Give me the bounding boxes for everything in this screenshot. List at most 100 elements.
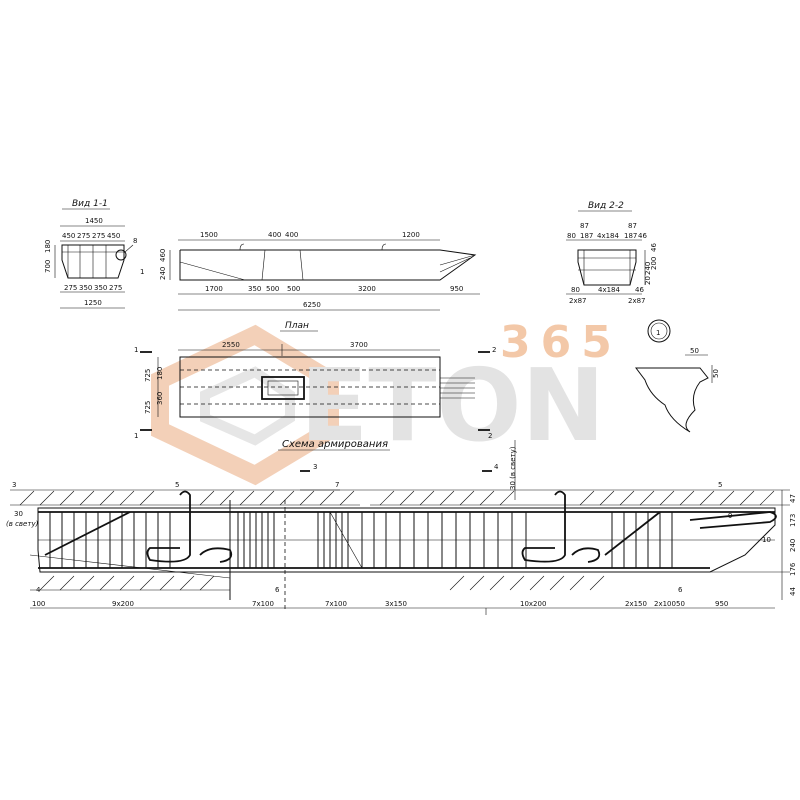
plan-dim-top-1: 2550	[222, 341, 240, 349]
right-dim-5: 44	[789, 587, 797, 596]
plan-dim-left-2: 725	[144, 401, 152, 414]
elev-dim-top-4: 1200	[402, 231, 420, 239]
v22-bot-3: 46	[635, 286, 644, 294]
dim-top-3: 275	[92, 232, 105, 240]
view-1-1-title: Вид 1-1	[72, 199, 108, 209]
view-1-1-bottom-width: 1250	[84, 299, 102, 307]
detail-dim-1: 50	[690, 347, 699, 355]
elev-dim-bot-4: 500	[287, 285, 300, 293]
bottom-dim-7: 2x150	[625, 600, 647, 608]
callout-8: 8	[133, 237, 137, 245]
marker-6-right: 6	[678, 586, 683, 594]
reinforcement-scheme: Схема армирования 3 3 4 5 7 5 4 6 6 9 10…	[6, 439, 797, 615]
plan-section-1a: 1	[134, 346, 138, 354]
dim-left-h1: 700	[44, 260, 52, 273]
plan-opening	[261, 376, 305, 400]
hook-bar-left	[146, 490, 191, 563]
v22-right-2: 200	[650, 257, 658, 270]
elev-dim-bot-1: 1700	[205, 285, 223, 293]
marker-4-top: 4	[494, 463, 499, 471]
elev-dim-bot-5: 3200	[358, 285, 376, 293]
plan-section-2a: 2	[492, 346, 496, 354]
watermark-brand: ETON	[300, 347, 605, 464]
marker-6-left: 6	[275, 586, 280, 594]
detail-dim-2: 50	[712, 369, 720, 378]
bottom-dim-5: 3x150	[385, 600, 407, 608]
marker-5-left: 5	[175, 481, 179, 489]
dim-top-4: 450	[107, 232, 120, 240]
view-1-1: Вид 1-1 1450 450 275 275 450 8 1 700 180…	[44, 199, 144, 309]
detail-1: 1 50 50	[635, 319, 720, 433]
marker-3-top: 3	[313, 463, 317, 471]
dim-bot-1: 275	[64, 284, 77, 292]
scheme-title: Схема армирования	[282, 439, 388, 450]
plan-section-2b: 2	[488, 432, 492, 440]
bottom-dim-3: 7x100	[252, 600, 274, 608]
v22-bot-4: 2x87	[569, 297, 587, 305]
elev-dim-top-3: 400	[285, 231, 298, 239]
v22-top-3: 80	[567, 232, 576, 240]
watermark-logo-icon	[151, 324, 339, 486]
bottom-dim-10: 950	[715, 600, 728, 608]
plan-dim-left-4: 180	[156, 367, 164, 380]
detail-number: 1	[656, 329, 660, 337]
bottom-dim-9: 50	[676, 600, 685, 608]
clear-label-left-sub: (в свету)	[6, 520, 39, 528]
view-2-2: Вид 2-2 87 87 80 187 4x184 187 46 46 200…	[566, 201, 658, 305]
beam-outline	[37, 507, 776, 573]
detail-profile	[635, 367, 709, 433]
plan-dim-left-1: 725	[144, 369, 152, 382]
v22-top-2: 87	[628, 222, 637, 230]
view-1-1-section	[61, 244, 125, 279]
watermark: 365 ETON	[151, 317, 622, 486]
v22-right-1: 46	[650, 243, 658, 252]
bottom-dim-4: 7x100	[325, 600, 347, 608]
v22-bot-5: 2x87	[628, 297, 646, 305]
detail-number-circle	[647, 319, 671, 343]
elev-dim-top-2: 400	[268, 231, 281, 239]
elev-dim-left-2: 460	[159, 249, 167, 262]
elev-dim-left-1: 240	[159, 267, 167, 280]
dim-top-2: 275	[77, 232, 90, 240]
right-dim-2: 173	[789, 514, 797, 527]
hook-bar-right	[521, 490, 566, 563]
v22-right-4: 20	[644, 276, 652, 285]
bottom-dim-8: 2x100	[654, 600, 676, 608]
detail-marker-circle	[115, 249, 127, 261]
elev-dim-bot-2: 350	[248, 285, 261, 293]
hatched-top-band	[10, 489, 790, 506]
marker-3-left: 3	[12, 481, 16, 489]
right-dim-3: 240	[789, 539, 797, 552]
v22-top-1: 87	[580, 222, 589, 230]
plan-dim-top-2: 3700	[350, 341, 368, 349]
elev-dim-bot-3: 500	[266, 285, 279, 293]
v22-right-3: 240	[644, 262, 652, 275]
bottom-dim-6: 10x200	[520, 600, 546, 608]
dim-bot-4: 275	[109, 284, 122, 292]
callout-1: 1	[140, 268, 144, 276]
bottom-dim-1: 100	[32, 600, 45, 608]
clear-label-left: 30	[14, 510, 23, 518]
v22-top-5: 4x184	[597, 232, 620, 240]
dim-bot-2: 350	[79, 284, 92, 292]
plan-title: План	[285, 321, 309, 331]
watermark-number: 365	[500, 317, 622, 368]
clear-label-mid: 30 (в свету)	[509, 446, 517, 490]
elev-total: 6250	[303, 301, 321, 309]
right-dim-4: 176	[789, 562, 797, 576]
marker-5-right: 5	[718, 481, 722, 489]
elev-dim-bot-6: 950	[450, 285, 463, 293]
dim-left-h2: 180	[44, 240, 52, 253]
strand-end	[689, 511, 777, 529]
plan-view: План 2550 3700 1 1 2 2 725 725 360 180	[134, 321, 496, 440]
v22-bot-2: 4x184	[598, 286, 621, 294]
v22-top-4: 187	[580, 232, 593, 240]
side-elevation: 1500 400 400 1200 240 460 1700 350 500 5…	[159, 231, 480, 311]
bottom-dim-2: 9x200	[112, 600, 134, 608]
beam-elevation-outline	[179, 249, 477, 281]
right-dim-1: 47	[789, 494, 797, 503]
v22-bot-1: 80	[571, 286, 580, 294]
view-2-2-title: Вид 2-2	[588, 201, 624, 211]
plan-section-1b: 1	[134, 432, 138, 440]
